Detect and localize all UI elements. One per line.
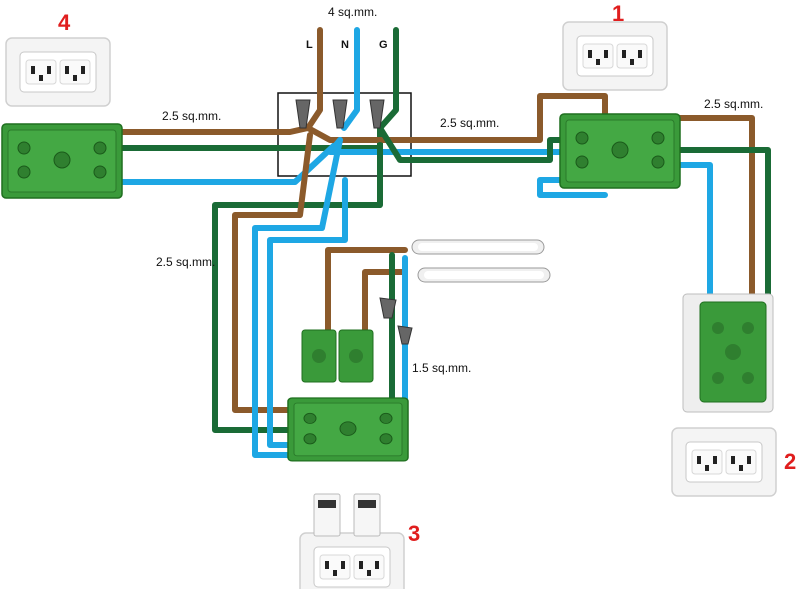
wire-connector-icon [379,297,413,345]
switch-plate [313,493,381,537]
outlet-number-2: 2 [784,449,796,474]
lamp-cable-label: 1.5 sq.mm. [412,361,471,375]
right-cable-label: 2.5 sq.mm. [440,116,499,130]
main-live-wire [305,27,323,131]
outlet-1-plate [562,21,668,91]
module-2 [682,293,774,413]
neutral-label: N [341,39,349,51]
outlet-number-3: 3 [408,521,420,546]
outlet-number-1: 1 [612,1,624,26]
outlet-number-4: 4 [58,10,71,35]
switch-icon [301,329,374,383]
right-live-wire [305,93,608,143]
left-cable-label: 2.5 sq.mm. [162,109,221,123]
fluorescent-lamp-icon [411,239,545,255]
line-label: L [306,39,313,51]
wire-connector-icon [295,99,385,129]
left-neutral-wire [87,137,343,185]
main-ground-wire [377,27,399,131]
vertical-cable-label: 2.5 sq.mm. [156,255,215,269]
fluorescent-lamp-icon [417,267,551,283]
left-live-wire [67,125,311,135]
outlet-3-plate [299,532,405,589]
module-4 [1,123,123,199]
m1-m2-ground-wire [647,147,771,363]
ground-label: G [379,39,388,51]
lamp1-live-wire [325,247,408,343]
down-neutral-wire-2 [267,177,348,448]
outlet-2-plate [671,427,777,497]
main-neutral-wire [341,27,360,131]
module-3 [287,397,409,462]
main-cable-label: 4 sq.mm. [328,5,377,19]
outlet-4-plate [5,37,111,107]
far-right-cable-label: 2.5 sq.mm. [704,97,763,111]
module-1 [559,113,681,189]
down-ground-wire [212,142,398,433]
